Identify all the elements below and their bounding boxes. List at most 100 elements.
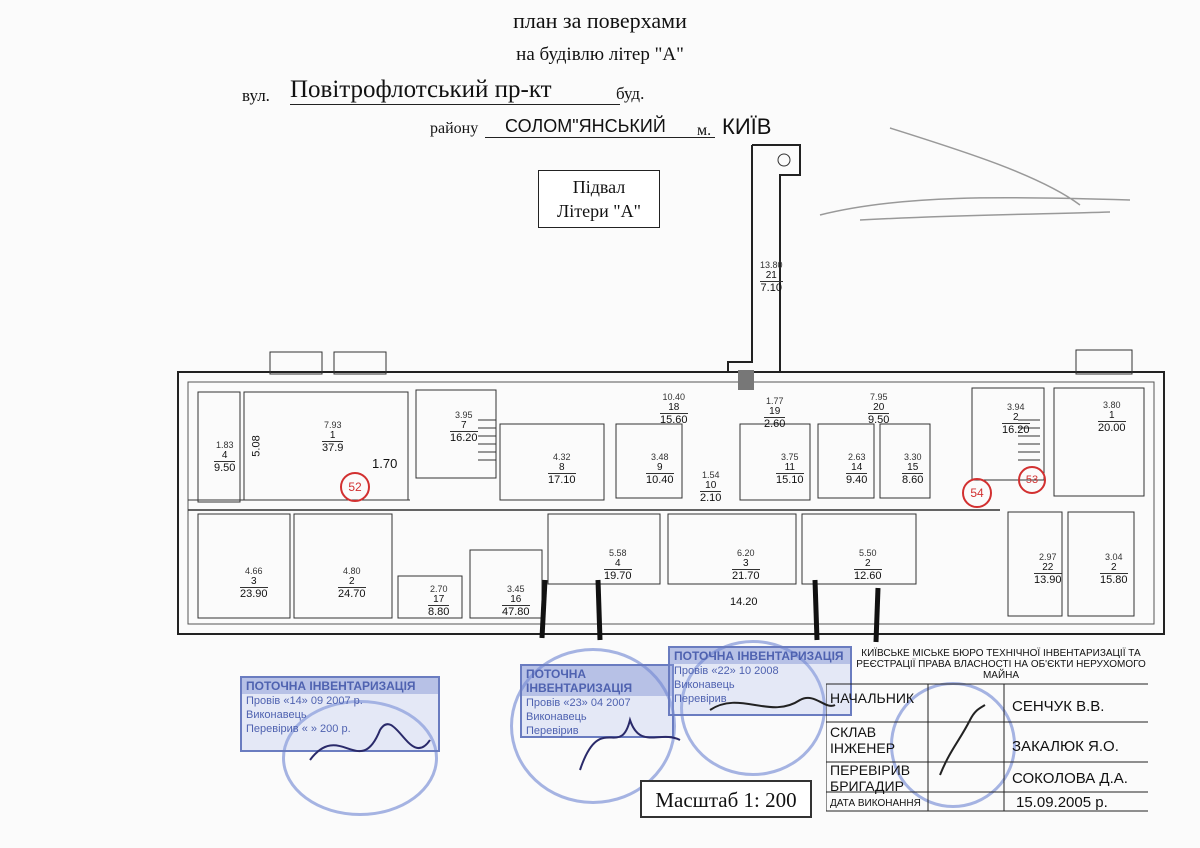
tb-label-head: НАЧАЛЬНИК	[830, 690, 915, 706]
room-area: 13.90	[1034, 573, 1062, 586]
room-dimension: 5.58	[609, 548, 627, 558]
room-area: 2.60	[764, 417, 786, 430]
room-number: 2	[864, 558, 871, 569]
room-2c-wall	[1067, 511, 1135, 617]
room-number: 2	[1110, 562, 1117, 573]
room-dimension: 1.54	[701, 470, 720, 480]
room-17-wall	[397, 575, 463, 619]
room-2r-wall	[971, 387, 1045, 481]
floor-label-line2: Літери "А"	[557, 201, 641, 221]
room-1r-wall	[1053, 387, 1145, 497]
tb-label-compiled: СКЛАВ	[830, 724, 877, 740]
dim-1-70: 1.70	[372, 456, 398, 471]
room-dimension: 4.32	[553, 452, 571, 462]
dim-14-20: 14.20	[730, 596, 758, 608]
plan-title: план за поверхами	[513, 8, 687, 33]
street-label: вул.	[242, 86, 270, 105]
building-label: буд.	[616, 84, 645, 103]
city-label: м.	[697, 122, 712, 139]
room-number: 1	[329, 430, 336, 441]
stamp-3-line1: Провів «22» 10 2008	[674, 665, 779, 677]
district-label: району	[430, 120, 479, 137]
room-11-wall	[739, 423, 811, 501]
room-14-wall	[817, 423, 875, 499]
room-dimension: 7.93	[323, 420, 342, 430]
room-number: 4	[614, 558, 621, 569]
room-area: 15.80	[1100, 573, 1128, 586]
tb-label-engineer: ІНЖЕНЕР	[830, 740, 896, 756]
room-1-wall	[243, 391, 409, 501]
marker-52: 52	[340, 472, 370, 502]
room-area: 16.20	[1002, 423, 1030, 436]
room-area: 21.70	[732, 569, 760, 582]
room-number: 3	[250, 576, 257, 587]
marker-54: 54	[962, 478, 992, 508]
room-dimension: 3.80	[1103, 400, 1121, 410]
room-number: 11	[784, 462, 795, 473]
room-dimension: 3.75	[781, 452, 799, 462]
stamp-1-line1: Провів «14» 09 2007 р.	[246, 695, 363, 707]
room-area: 12.60	[854, 569, 882, 582]
signature-4	[939, 704, 986, 776]
plan-subtitle: на будівлю літер "А"	[516, 44, 684, 65]
room-dimension: 6.20	[737, 548, 755, 558]
room-number: 21	[765, 270, 777, 281]
signature-3	[709, 697, 836, 711]
marker-53: 53	[1018, 466, 1046, 494]
room-area: 47.80	[502, 605, 530, 618]
room-number: 4	[221, 450, 228, 461]
shaft-circle	[777, 153, 791, 167]
room-2-wall	[293, 513, 393, 619]
title-block-org: КИЇВСЬКЕ МІСЬКЕ БЮРО ТЕХНІЧНОЇ ІНВЕНТАРИ…	[856, 648, 1146, 681]
signature-1	[309, 723, 431, 761]
room-dimension: 7.95	[869, 392, 888, 402]
signature-2	[579, 716, 681, 771]
lightwell-3	[1075, 349, 1133, 375]
room-4b-wall	[547, 513, 661, 585]
scale-label: Масштаб 1: 200	[640, 780, 812, 818]
stamp-1-line3: Перевірив « » 200 р.	[246, 723, 351, 735]
stamp-3-head: ПОТОЧНА ІНВЕНТАРИЗАЦІЯ	[670, 648, 850, 664]
room-area: 9.50	[214, 461, 236, 474]
dim-5-08: 5.08	[250, 435, 263, 457]
room-dimension: 2.97	[1039, 552, 1057, 562]
inner-wall-line	[187, 381, 1155, 625]
room-area: 9.40	[846, 473, 868, 486]
room-2b-wall	[801, 513, 917, 585]
room-dimension: 3.48	[651, 452, 669, 462]
tb-value-foreman: СОКОЛОВА Д.А.	[1012, 770, 1128, 787]
room-dimension: 10.40	[662, 392, 686, 402]
lightwell-1	[269, 351, 323, 375]
room-area: 16.20	[450, 431, 478, 444]
room-22-wall	[1007, 511, 1063, 617]
street-name: Повітрофлотський пр-кт	[290, 76, 620, 105]
stamp-2-line2: Виконавець	[526, 711, 587, 723]
floor-label-box: Підвал Літери "А"	[538, 170, 660, 228]
stamp-1-head: ПОТОЧНА ІНВЕНТАРИЗАЦІЯ	[242, 678, 438, 694]
stamp-2-line3: Перевірив	[526, 725, 579, 737]
room-area: 8.80	[428, 605, 450, 618]
inventory-stamp-3: ПОТОЧНА ІНВЕНТАРИЗАЦІЯ Провів «22» 10 20…	[668, 646, 852, 716]
room-area: 10.40	[646, 473, 674, 486]
tb-label-checked: ПЕРЕВІРИВ	[830, 762, 911, 778]
stamp-1-line2: Виконавець	[246, 709, 307, 721]
room-dimension: 3.95	[455, 410, 473, 420]
room-number: 15	[907, 462, 919, 473]
stamp-3-line2: Виконавець	[674, 679, 735, 691]
room-dimension: 2.70	[429, 584, 448, 594]
inventory-stamp-2: ПОТОЧНА ІНВЕНТАРИЗАЦІЯ Провів «23» 04 20…	[520, 664, 674, 738]
pencil-scribble	[819, 127, 1131, 221]
room-area: 7.10	[760, 281, 783, 294]
room-dimension: 13.80	[760, 260, 783, 270]
